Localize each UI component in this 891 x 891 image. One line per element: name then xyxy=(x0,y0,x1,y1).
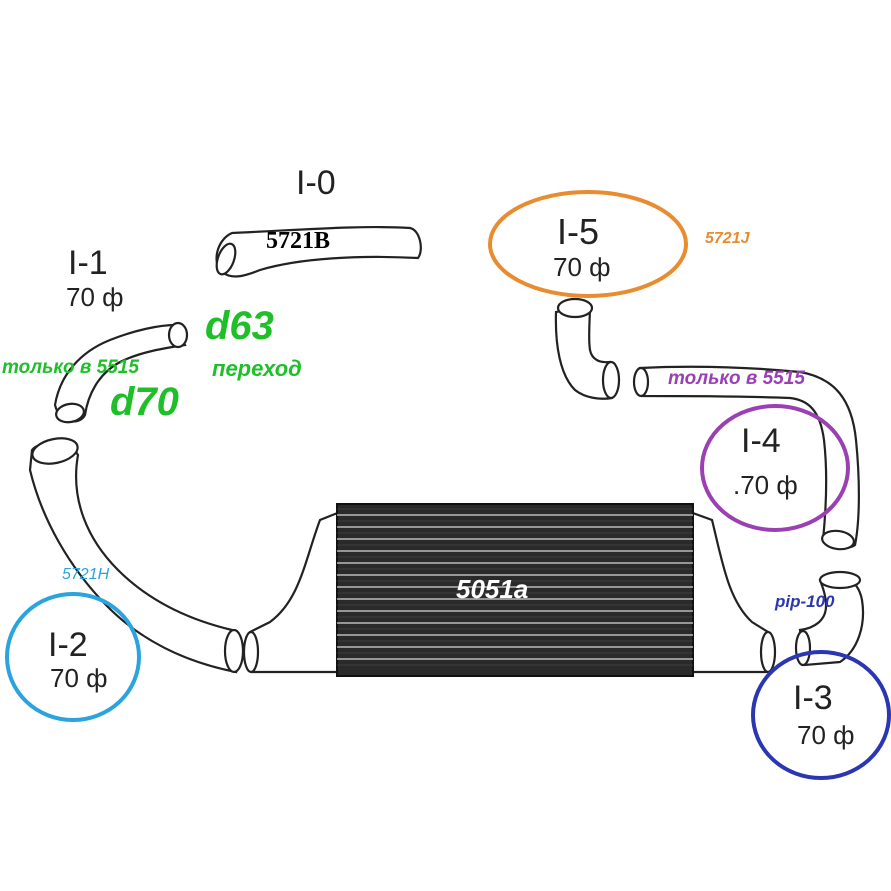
part-code-i5: I-5 xyxy=(557,211,600,252)
highlight-circle-i3 xyxy=(751,650,891,780)
part-size-i5: 70 ф xyxy=(553,252,611,282)
part-code-i4: I-4 xyxy=(741,422,781,460)
annotation-d63: d63 xyxy=(205,304,274,348)
annotation-only-5515-left: только в 5515 xyxy=(2,357,139,378)
highlight-circle-i5 xyxy=(488,190,688,298)
part-size-i3: 70 ф xyxy=(797,720,855,750)
part-size-i4: .70 ф xyxy=(733,470,798,500)
annotation-d70: d70 xyxy=(110,380,179,424)
part-number-i3: pip-100 xyxy=(775,592,835,611)
part-code-i1: I-1 xyxy=(68,244,108,282)
intercooler-end-tank-left xyxy=(242,510,342,674)
highlight-circle-i4 xyxy=(700,404,850,532)
note-i4-only-5515: только в 5515 xyxy=(668,368,805,389)
part-size-i1: 70 ф xyxy=(66,282,124,312)
part-code-i2: I-2 xyxy=(48,626,88,664)
part-number-i0: 5721B xyxy=(266,228,331,254)
highlight-circle-i2 xyxy=(5,592,141,722)
part-number-i5: 5721J xyxy=(705,230,750,247)
part-code-i0: I-0 xyxy=(296,164,336,202)
intercooler-label: 5051a xyxy=(456,574,529,604)
intercooler-core xyxy=(336,503,694,677)
pipe-i5 xyxy=(554,297,621,400)
pipe-i3 xyxy=(794,570,865,667)
annotation-perekhod: переход xyxy=(212,356,302,381)
pipe-i1 xyxy=(53,321,189,424)
part-code-i3: I-3 xyxy=(793,679,833,717)
part-number-i2: 5721H xyxy=(62,566,110,583)
part-size-i2: 70 ф xyxy=(50,663,108,693)
intercooler-end-tank-right xyxy=(688,510,777,674)
pipe-i4 xyxy=(632,365,860,551)
pipe-i2 xyxy=(28,437,245,674)
pipe-i0 xyxy=(215,225,422,278)
